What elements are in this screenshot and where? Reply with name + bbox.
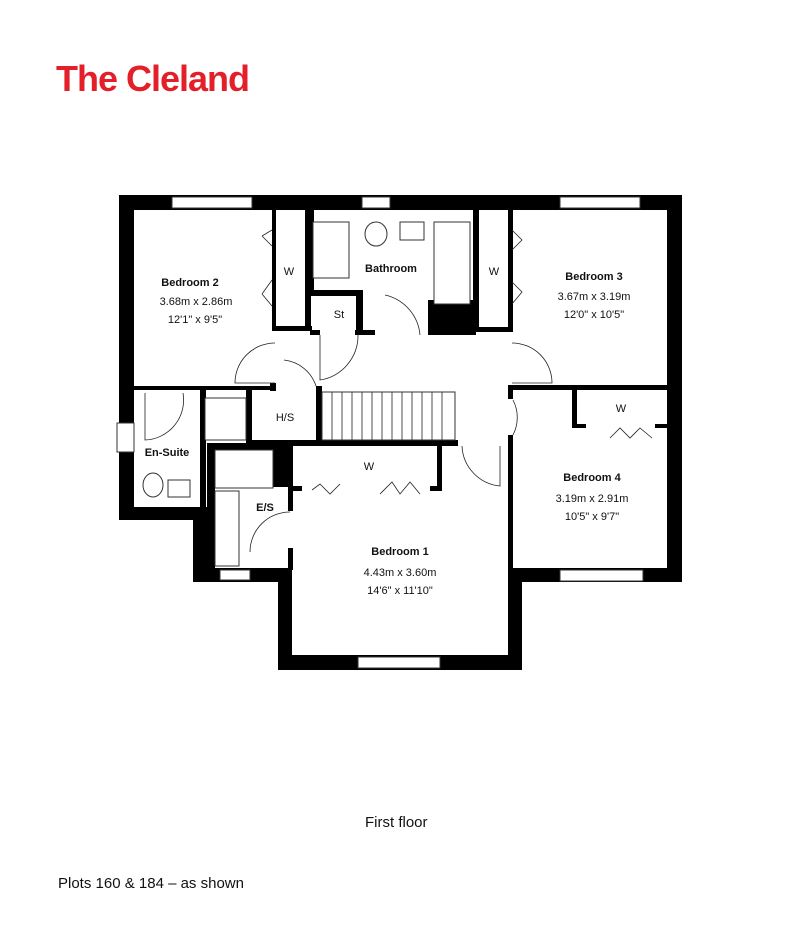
room-bedroom3: Bedroom 3 3.67m x 3.19m 12'0" x 10'5" — [558, 271, 631, 321]
room-name: Bedroom 4 — [563, 472, 621, 484]
wardrobe-label: W — [284, 266, 295, 278]
floor-label: First floor — [365, 814, 428, 831]
room-size-imperial: 14'6" x 11'10" — [367, 585, 433, 597]
room-size-metric: 4.43m x 3.60m — [364, 567, 437, 579]
page-title: The Cleland — [56, 58, 250, 99]
room-store: St — [334, 309, 344, 321]
es-vanity — [214, 490, 240, 567]
room-bathroom: Bathroom — [365, 263, 417, 275]
wardrobe-label: W — [489, 266, 500, 278]
room-hot-store: H/S — [276, 412, 294, 424]
room-bedroom2: Bedroom 2 3.68m x 2.86m 12'1" x 9'5" — [160, 277, 233, 326]
staircase — [321, 391, 456, 441]
plots-note: Plots 160 & 184 – as shown — [58, 875, 244, 892]
room-size-imperial: 12'1" x 9'5" — [168, 314, 222, 326]
room-en-suite: En-Suite — [145, 447, 190, 459]
basin — [399, 221, 425, 241]
room-name: Bedroom 1 — [371, 546, 428, 558]
windows — [116, 196, 644, 669]
outer-walls — [119, 195, 682, 670]
fixtures — [142, 221, 471, 567]
ensuite-basin — [167, 479, 191, 498]
room-bedroom1: Bedroom 1 4.43m x 3.60m 14'6" x 11'10" — [364, 546, 437, 597]
room-size-metric: 3.19m x 2.91m — [556, 493, 629, 505]
room-size-imperial: 12'0" x 10'5" — [564, 309, 624, 321]
room-name: Bedroom 2 — [161, 277, 218, 289]
doors — [144, 229, 653, 553]
shower — [312, 221, 350, 279]
room-name: Bedroom 3 — [565, 271, 622, 283]
toilet — [364, 221, 388, 247]
room-size-metric: 3.68m x 2.86m — [160, 296, 233, 308]
ensuite-bath — [214, 449, 274, 489]
ensuite-toilet — [142, 472, 164, 498]
room-es: E/S — [256, 502, 274, 514]
room-bedroom4: Bedroom 4 3.19m x 2.91m 10'5" x 9'7" — [556, 472, 629, 523]
wardrobe-label: W — [616, 403, 627, 415]
room-size-imperial: 10'5" x 9'7" — [565, 511, 619, 523]
wardrobe-label: W — [364, 461, 375, 473]
bath — [433, 221, 471, 305]
room-size-metric: 3.67m x 3.19m — [558, 291, 631, 303]
shower-tray — [204, 397, 247, 441]
